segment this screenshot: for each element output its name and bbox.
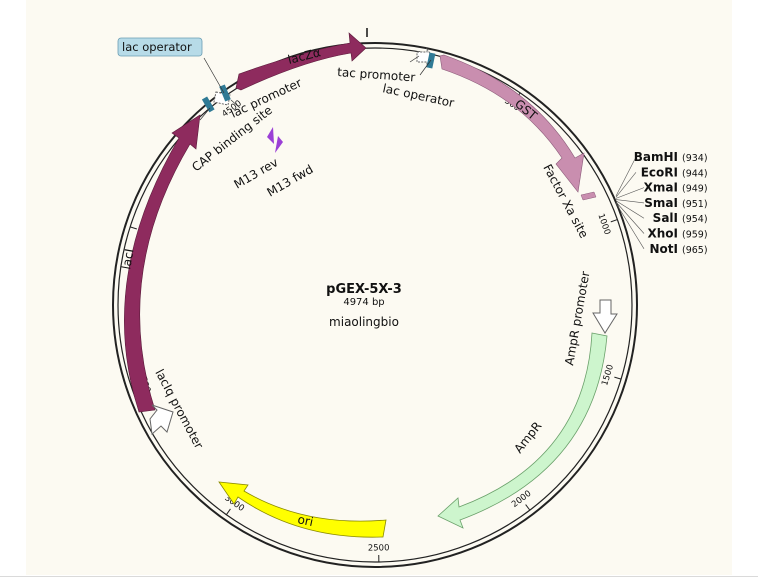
laciq-promoter-arrow: [149, 404, 174, 435]
restriction-site-position: (959): [682, 230, 708, 241]
plasmid-name: pGEX-5X-3: [326, 282, 402, 297]
restriction-site-name: SalI: [653, 211, 678, 225]
restriction-site-leaders: [615, 156, 645, 249]
scale-tick-label: 1000: [595, 212, 612, 236]
footer-divider: [0, 576, 758, 577]
ori-arrow: [218, 481, 387, 538]
leader-lines: [199, 55, 432, 121]
restriction-site-name: SmaI: [644, 196, 678, 210]
gst-arrow: [439, 54, 585, 193]
ori-label: ori: [296, 512, 314, 529]
restriction-site-position: (949): [682, 184, 708, 195]
cap-site-box: [201, 96, 215, 113]
watermark: miaolingbio: [329, 315, 399, 329]
scale-tick-mark: [525, 504, 531, 511]
restriction-site-name: EcoRI: [641, 165, 678, 179]
restriction-site-position: (944): [682, 168, 708, 179]
m13-rev-primer-icon: [267, 127, 274, 144]
restriction-site-leader: [615, 172, 637, 198]
backbone-inner-ring: [117, 47, 633, 563]
restriction-site-name: XhoI: [647, 227, 678, 241]
m13-fwd-primer-icon: [275, 136, 283, 153]
lac-operator-right-label: lac operator: [381, 81, 455, 110]
restriction-site-position: (965): [682, 245, 708, 256]
restriction-site-position: (934): [682, 153, 708, 164]
lac-operator-left-label: lac operator: [122, 40, 192, 54]
scale-tick-mark: [614, 376, 622, 380]
restriction-site-leader: [615, 187, 645, 199]
restriction-site-name: BamHI: [634, 150, 678, 164]
ampr-label: AmpR: [511, 419, 544, 456]
restriction-site-labels: BamHI (934) EcoRI (944) XmaI (949) SmaI (951) Sa…: [634, 150, 708, 256]
factor-xa-box: [580, 191, 597, 201]
scale-tick-label: 2500: [368, 543, 390, 553]
restriction-site-position: (951): [682, 199, 708, 210]
laci-label: lacI: [119, 248, 136, 271]
restriction-site-name: NotI: [650, 242, 679, 256]
ampr-promoter-label: AmpR promoter: [562, 270, 592, 366]
plasmid-length: 4974 bp: [343, 297, 384, 308]
restriction-site-position: (954): [682, 214, 708, 225]
ampr-arrow: [437, 332, 608, 529]
scale-tick-mark: [225, 508, 231, 515]
backbone-outer-ring: [112, 42, 638, 568]
restriction-site-leader: [615, 199, 645, 204]
restriction-site-leader: [615, 200, 645, 219]
ampr-promoter-arrow: [592, 299, 618, 334]
restriction-site-leader: [615, 203, 645, 249]
laci-arrow: [124, 114, 201, 413]
map-panel: [26, 0, 732, 575]
restriction-site-leader: [615, 156, 637, 197]
scale-tick-mark: [130, 226, 137, 230]
restriction-site-leader: [615, 201, 645, 234]
lacza-arrow: [235, 32, 367, 91]
lac-operator-left-box: [219, 84, 231, 102]
scale-tick-mark: [610, 219, 618, 223]
lac-operator-left-label-bg: [117, 37, 203, 57]
restriction-site-name: XmaI: [644, 181, 678, 195]
tac-promoter-label: tac promoter: [337, 65, 416, 84]
